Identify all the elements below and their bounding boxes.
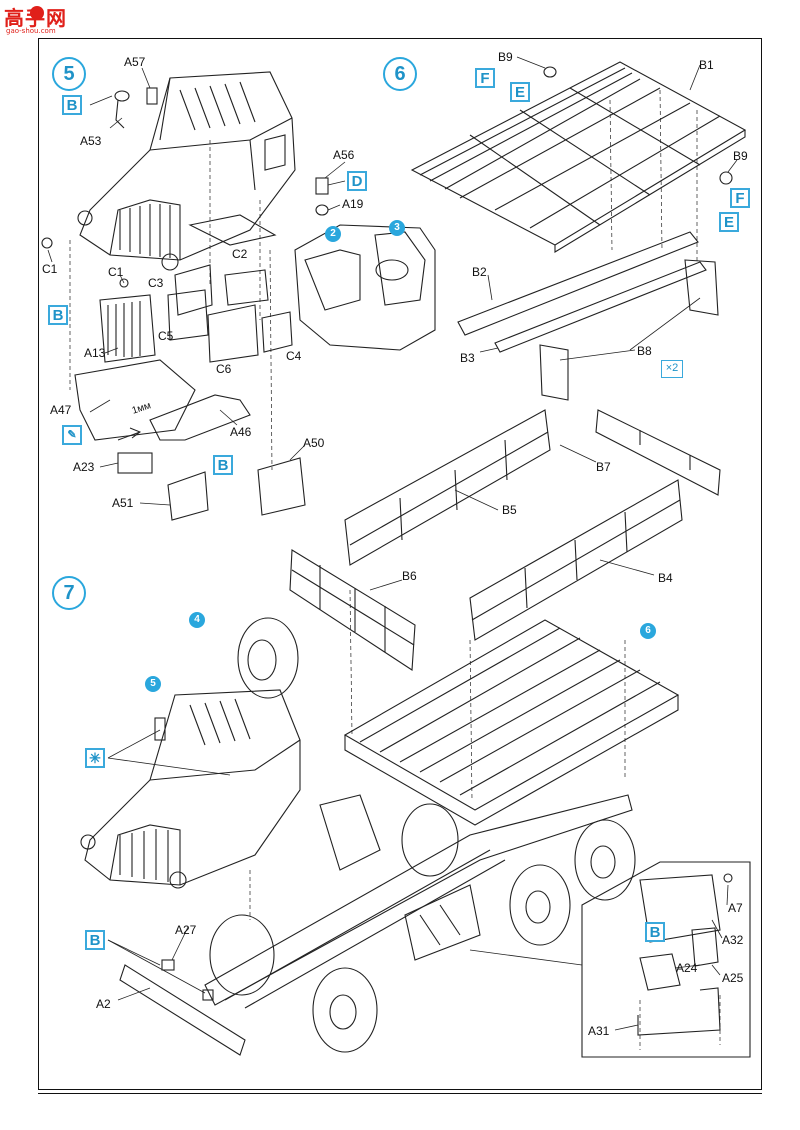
label-a2: A2 bbox=[96, 997, 111, 1011]
label-b6: B6 bbox=[402, 569, 417, 583]
paint-box-d: D bbox=[347, 171, 367, 191]
page-frame bbox=[38, 38, 762, 1090]
label-b1: B1 bbox=[699, 58, 714, 72]
side-board-b5 bbox=[344, 409, 551, 566]
step-6-badge: 6 bbox=[383, 57, 417, 91]
label-b7: B7 bbox=[596, 460, 611, 474]
bottom-rule bbox=[38, 1093, 762, 1094]
label-a27: A27 bbox=[175, 923, 197, 937]
detail-inset bbox=[581, 861, 751, 1058]
sub-marker-4: 4 bbox=[189, 612, 205, 628]
label-b9-b: B9 bbox=[733, 149, 748, 163]
label-b9-a: B9 bbox=[498, 50, 513, 64]
part-a50 bbox=[257, 457, 306, 516]
cargo-bed-7 bbox=[343, 619, 680, 826]
side-rail-b3 bbox=[494, 261, 707, 353]
side-board-b4 bbox=[469, 479, 683, 641]
guide-lines bbox=[69, 89, 721, 1050]
label-c1-b: C1 bbox=[108, 265, 124, 279]
paint-box-b-4: B bbox=[85, 930, 105, 950]
sub-marker-5: 5 bbox=[145, 676, 161, 692]
mudflap-b8a bbox=[684, 259, 719, 316]
cab-drawing-7 bbox=[80, 689, 301, 889]
side-board-b6 bbox=[289, 549, 416, 671]
floor-drawing bbox=[74, 359, 251, 441]
paint-box-e-2: E bbox=[719, 212, 739, 232]
bumper-a2 bbox=[119, 964, 246, 1056]
wheel-drawing bbox=[237, 617, 299, 699]
label-a25: A25 bbox=[722, 971, 744, 985]
logo-ball-icon bbox=[30, 6, 44, 20]
label-a50: A50 bbox=[303, 436, 325, 450]
step-7-badge: 7 bbox=[52, 576, 86, 610]
seats-drawing bbox=[294, 224, 436, 351]
label-c4: C4 bbox=[286, 349, 302, 363]
paint-box-f-2: F bbox=[730, 188, 750, 208]
label-b5: B5 bbox=[502, 503, 517, 517]
label-c5: C5 bbox=[158, 329, 174, 343]
label-a24: A24 bbox=[676, 961, 698, 975]
paint-box-b-2: B bbox=[48, 305, 68, 325]
label-c1-a: C1 bbox=[42, 262, 58, 276]
logo-url: gao-shou.com bbox=[6, 27, 56, 35]
part-a23 bbox=[117, 452, 153, 474]
label-a31: A31 bbox=[588, 1024, 610, 1038]
sub-marker-6: 6 bbox=[640, 623, 656, 639]
label-a23: A23 bbox=[73, 460, 95, 474]
paint-box-b-5: B bbox=[645, 922, 665, 942]
paint-box-e-1: E bbox=[510, 82, 530, 102]
site-logo: 高手网 gao-shou.com bbox=[2, 2, 74, 38]
label-b4: B4 bbox=[658, 571, 673, 585]
label-a19: A19 bbox=[342, 197, 364, 211]
step-5-badge: 5 bbox=[52, 57, 86, 91]
glue-icon: ✎ bbox=[62, 425, 82, 445]
paint-box-b-1: B bbox=[62, 95, 82, 115]
paint-box-clear: ✳ bbox=[85, 748, 105, 768]
label-c3: C3 bbox=[148, 276, 164, 290]
label-a32: A32 bbox=[722, 933, 744, 947]
cargo-floor-drawing bbox=[410, 61, 747, 253]
label-b2: B2 bbox=[472, 265, 487, 279]
label-a57: A57 bbox=[124, 55, 146, 69]
leader-lines bbox=[47, 56, 738, 1031]
quantity-x2-badge: ×2 bbox=[661, 360, 683, 378]
radiator-drawing bbox=[99, 294, 156, 363]
cab-drawing bbox=[77, 71, 296, 271]
mudflap-b8b bbox=[539, 344, 569, 401]
label-a51: A51 bbox=[112, 496, 134, 510]
paint-box-f-1: F bbox=[475, 68, 495, 88]
label-b8: B8 bbox=[637, 344, 652, 358]
sub-marker-2: 2 bbox=[325, 226, 341, 242]
label-a7: A7 bbox=[728, 901, 743, 915]
label-a56: A56 bbox=[333, 148, 355, 162]
label-a13: A13 bbox=[84, 346, 106, 360]
label-c6: C6 bbox=[216, 362, 232, 376]
label-a47: A47 bbox=[50, 403, 72, 417]
side-rail-b2 bbox=[457, 231, 699, 336]
paint-box-b-3: B bbox=[213, 455, 233, 475]
window-panels bbox=[167, 264, 293, 363]
label-c2: C2 bbox=[232, 247, 248, 261]
part-a51 bbox=[167, 471, 209, 521]
label-b3: B3 bbox=[460, 351, 475, 365]
label-a46: A46 bbox=[230, 425, 252, 439]
label-a53: A53 bbox=[80, 134, 102, 148]
chassis-drawing bbox=[204, 794, 636, 1053]
front-board-b7 bbox=[595, 409, 721, 496]
logo-text: 高手网 bbox=[4, 6, 67, 30]
sub-marker-3: 3 bbox=[389, 220, 405, 236]
